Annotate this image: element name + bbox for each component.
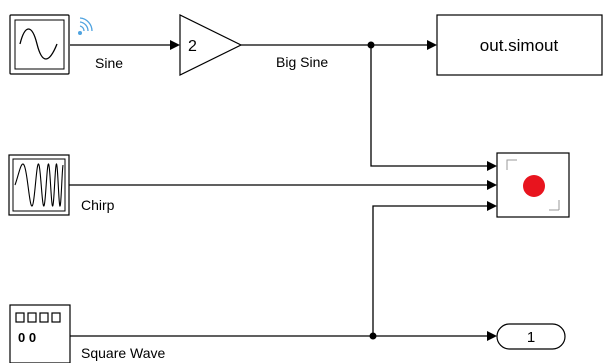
sine-block[interactable]: [9, 14, 70, 75]
sine-label: Sine: [95, 55, 123, 71]
big-sine-arrow: [427, 40, 437, 50]
pulse-generator-block[interactable]: 0 0: [9, 304, 71, 363]
branch-point-dot: [369, 332, 377, 340]
record-corner-tl: [506, 159, 517, 170]
square-wave-branch-line[interactable]: [372, 205, 487, 336]
wireless-icon: [78, 17, 93, 35]
record-icon: [523, 175, 545, 197]
record-input2-arrow: [487, 180, 497, 190]
gain-value: 2: [188, 38, 197, 55]
signal-lines: [69, 40, 497, 341]
record-input3-arrow: [487, 201, 497, 211]
square-wave-label: Square Wave: [81, 345, 166, 361]
outport-arrow: [487, 331, 497, 341]
sine-to-gain-arrow: [170, 40, 180, 50]
record-block[interactable]: [496, 152, 570, 218]
gain-block[interactable]: 2: [179, 14, 243, 76]
branch-point-dot: [367, 41, 375, 49]
sine-icon-frame: [14, 19, 65, 70]
big-sine-branch-line[interactable]: [370, 45, 487, 167]
pulse-icon-bits: 0 0: [18, 330, 36, 345]
record-input1-arrow: [487, 161, 497, 171]
to-workspace-block[interactable]: out.simout: [436, 14, 603, 76]
chirp-label: Chirp: [81, 197, 115, 213]
chirp-icon-frame: [12, 158, 66, 212]
sine-wave-icon: [19, 28, 58, 60]
pulse-generator-icon: [15, 312, 61, 323]
outport-number: 1: [527, 329, 535, 346]
chirp-wave-icon: [14, 163, 64, 207]
chirp-block[interactable]: [8, 154, 70, 216]
to-workspace-variable: out.simout: [480, 36, 559, 55]
big-sine-label: Big Sine: [276, 54, 328, 70]
outport-block[interactable]: 1: [496, 323, 566, 350]
